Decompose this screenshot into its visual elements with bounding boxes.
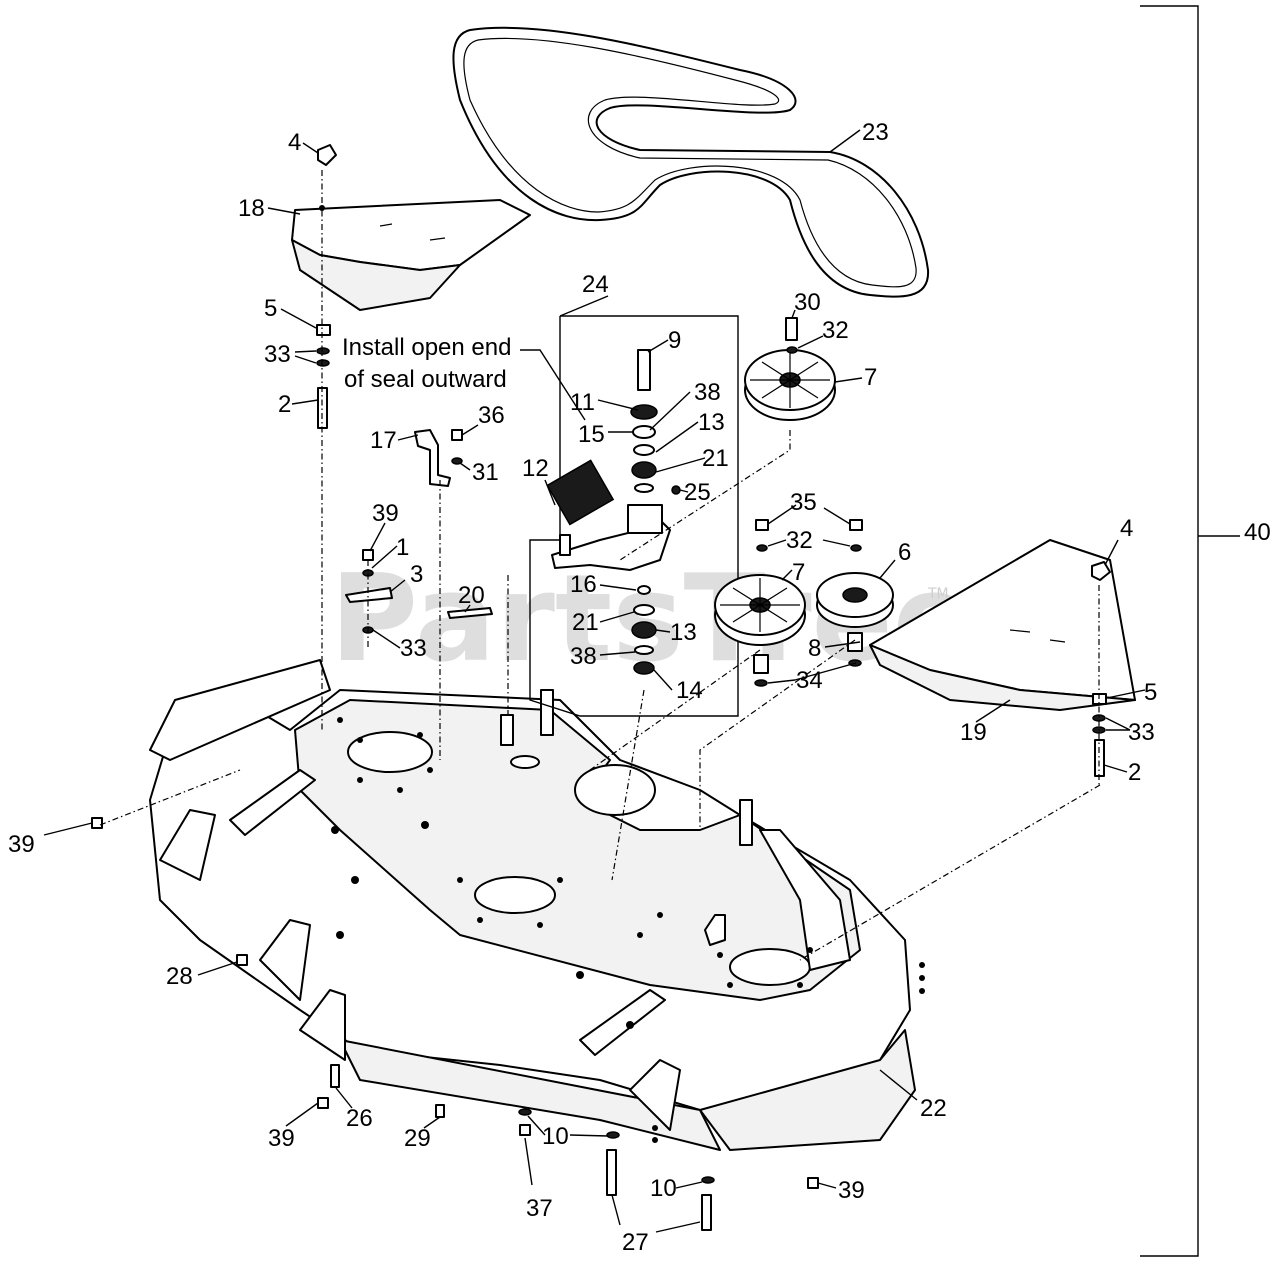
callout-12: 12 (522, 455, 549, 482)
callout-19: 19 (960, 719, 987, 746)
callout-5: 5 (1144, 679, 1157, 706)
leader-lines (43, 129, 1146, 1233)
watermark-trademark: TM (927, 586, 949, 602)
pulley-lower (714, 574, 806, 646)
callout-13: 13 (698, 409, 725, 436)
callout-23: 23 (862, 119, 889, 146)
callout-18: 18 (238, 195, 265, 222)
callout-27: 27 (622, 1229, 649, 1256)
callout-36: 36 (478, 402, 505, 429)
callout-11: 11 (570, 389, 595, 416)
callout-21: 21 (572, 609, 599, 636)
callout-15: 15 (578, 421, 605, 448)
idler-pulley (816, 572, 894, 628)
callout-10: 10 (650, 1175, 677, 1202)
callout-29: 29 (404, 1125, 431, 1152)
callout-10: 10 (542, 1123, 569, 1150)
callout-35: 35 (790, 489, 817, 516)
callout-39: 39 (268, 1125, 295, 1152)
callout-39: 39 (838, 1177, 865, 1204)
idler-spring (546, 459, 615, 526)
callout-33: 33 (1128, 719, 1155, 746)
assembly-lines (99, 170, 1101, 961)
callout-40: 40 (1244, 519, 1271, 546)
callout-28: 28 (166, 963, 193, 990)
callout-20: 20 (458, 582, 485, 609)
callout-13: 13 (670, 619, 697, 646)
callout-8: 8 (808, 635, 821, 662)
drive-belt (452, 26, 930, 298)
callout-9: 9 (668, 327, 681, 354)
pulley-upper (744, 349, 836, 421)
callout-33: 33 (264, 341, 291, 368)
belt-shield-right (869, 539, 1136, 711)
callout-17: 17 (370, 427, 397, 454)
callouts: 4 18 5 33 2 17 36 31 39 1 3 33 20 12 24 … (8, 119, 1271, 1256)
callout-31: 31 (472, 459, 499, 486)
callout-32: 32 (786, 527, 813, 554)
callout-6: 6 (898, 539, 911, 566)
callout-22: 22 (920, 1095, 947, 1122)
callout-7: 7 (864, 364, 877, 391)
callout-38: 38 (570, 643, 597, 670)
assembly-note-line2: of seal outward (344, 366, 507, 393)
spindle-housing (627, 504, 663, 534)
callout-2: 2 (1128, 759, 1141, 786)
callout-3: 3 (410, 561, 423, 588)
mower-deck (149, 659, 925, 1151)
callout-24: 24 (582, 271, 609, 298)
belt-shield-left (291, 199, 531, 311)
callout-4: 4 (1120, 515, 1133, 542)
callout-34: 34 (796, 667, 823, 694)
callout-37: 37 (526, 1195, 553, 1222)
callout-30: 30 (794, 289, 821, 316)
callout-25: 25 (684, 479, 711, 506)
callout-5: 5 (264, 295, 277, 322)
hardware (91, 144, 1111, 1231)
callout-4: 4 (288, 129, 301, 156)
callout-2: 2 (278, 391, 291, 418)
callout-33: 33 (400, 635, 427, 662)
callout-32: 32 (822, 317, 849, 344)
callout-16: 16 (570, 571, 597, 598)
callout-39: 39 (8, 831, 35, 858)
callout-38: 38 (694, 379, 721, 406)
deck-bolt-holes (331, 717, 813, 1029)
callout-21: 21 (702, 445, 729, 472)
callout-1: 1 (396, 534, 409, 561)
callout-14: 14 (676, 677, 703, 704)
spindle-stack (630, 349, 681, 675)
callout-39: 39 (372, 500, 399, 527)
callout-26: 26 (346, 1105, 373, 1132)
assembly-bracket (1140, 5, 1240, 1257)
assembly-note-line1: Install open end (342, 334, 511, 361)
callout-7: 7 (792, 559, 805, 586)
